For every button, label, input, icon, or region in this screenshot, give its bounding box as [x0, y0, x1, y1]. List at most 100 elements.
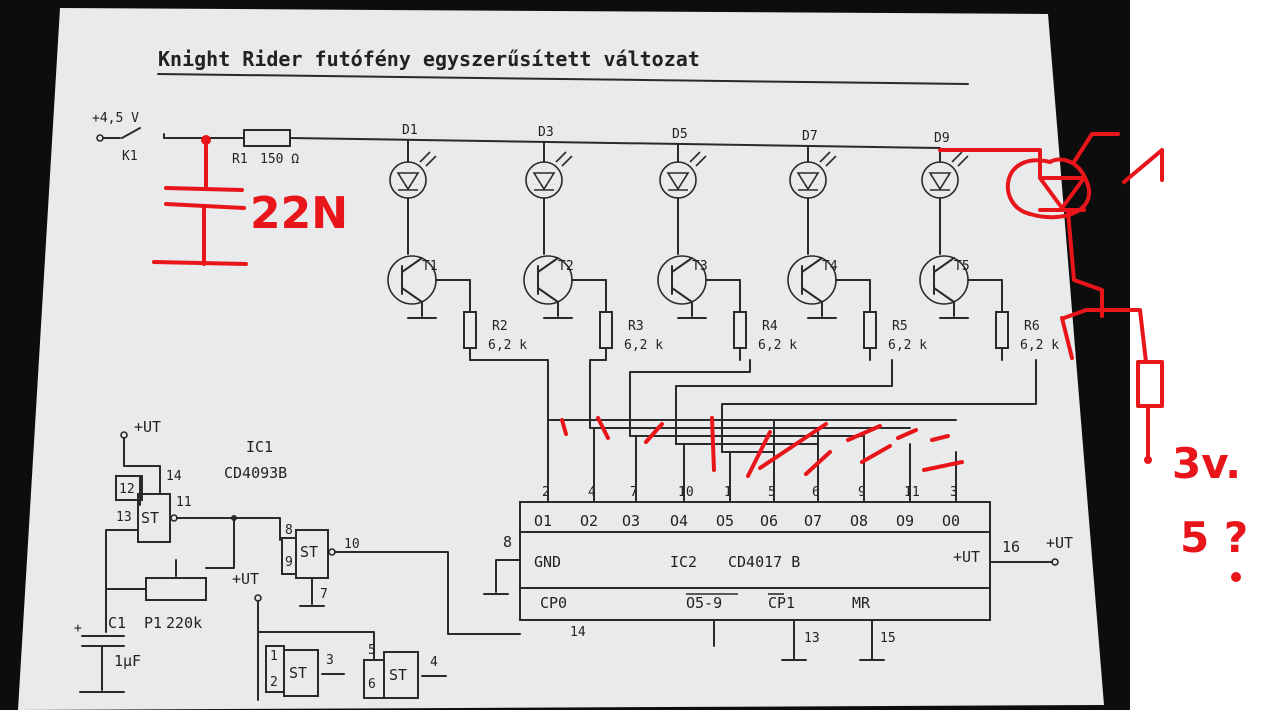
bus-wire: [629, 359, 751, 437]
ic1-spare-bus: [257, 631, 375, 661]
r1-value: 150 Ω: [260, 152, 299, 167]
red-tick: [596, 416, 610, 440]
ic1-pin4: 4: [430, 655, 438, 670]
switch-lever: [121, 127, 141, 139]
p1-name: P1: [144, 614, 162, 632]
ic2-gnd-wire: [495, 559, 521, 593]
led-ray: [689, 151, 701, 163]
ic1-pin13: 13: [116, 510, 132, 525]
red-tick: [804, 450, 832, 476]
red-tick: [846, 424, 882, 442]
transistor-label: T2: [558, 259, 574, 274]
led-triangle: [532, 172, 556, 191]
led-triangle: [928, 172, 952, 191]
transistor-label: T5: [954, 259, 970, 274]
ic2-pin-14: 14: [570, 625, 586, 640]
ic1-pin11: 11: [176, 495, 192, 510]
transistor-collector: [537, 257, 559, 273]
ic2-pin-13: 13: [804, 631, 820, 646]
resistor-value: 6,2 k: [888, 338, 927, 353]
red-led-arrow1: [1072, 132, 1120, 164]
resistor-value: 6,2 k: [488, 338, 527, 353]
ic1-pin10: 10: [344, 537, 360, 552]
led-label: D1: [402, 123, 418, 138]
red-tick: [896, 428, 918, 440]
ic1-gate1-out: [176, 517, 281, 541]
ic1-gate4-label: ST: [389, 666, 407, 684]
resistor-name: R2: [492, 319, 508, 334]
right-margin: [1130, 0, 1280, 710]
ic1-name: IC1: [246, 438, 273, 456]
ic2-cp1-label: CP1: [768, 594, 795, 612]
c1-plus: +: [74, 621, 82, 636]
resistor-name: R3: [628, 319, 644, 334]
ic2-pin-15: 15: [880, 631, 896, 646]
ic2-part: CD4017 B: [728, 553, 800, 571]
led-ray: [425, 155, 437, 167]
ic2-output-label: O0: [942, 512, 960, 530]
red-output-ticks: [560, 416, 964, 478]
led-ray: [819, 151, 831, 163]
bus-wire: [469, 359, 549, 421]
ic2-output-label: O1: [534, 512, 552, 530]
ic1-gate3-label: ST: [289, 664, 307, 682]
ic1-gate3: [283, 649, 319, 697]
resistor-name: R4: [762, 319, 778, 334]
led-label: D7: [802, 129, 818, 144]
ic1-pin5: 5: [368, 643, 376, 658]
ic2-output-pin: 11: [904, 485, 920, 500]
resistor-name: R6: [1024, 319, 1040, 334]
transistor-collector: [933, 257, 955, 273]
ic1-gate1-label: ST: [141, 509, 159, 527]
led-ray: [555, 151, 567, 163]
bus-wire: [589, 359, 607, 429]
ic2-output-label: O7: [804, 512, 822, 530]
ic2-output-label: O6: [760, 512, 778, 530]
red-transistor-out: [1062, 308, 1148, 364]
resistor-name: R5: [892, 319, 908, 334]
ic2-mr-label: MR: [852, 594, 871, 612]
c1-name: C1: [108, 614, 126, 632]
red-tick: [560, 418, 568, 436]
ic2-name: IC2: [670, 553, 697, 571]
bus-wire: [675, 359, 893, 445]
ic2-output-pin: 6: [812, 485, 820, 500]
supply-label: +4,5 V: [92, 111, 139, 126]
ic2-supply-terminal: [1051, 558, 1059, 566]
c1-value: 1µF: [114, 652, 141, 670]
ic1-supply-wire: [123, 437, 161, 495]
ic1-gate2-label: ST: [300, 543, 318, 561]
ic2-output-label: O9: [896, 512, 914, 530]
led-label: D5: [672, 127, 688, 142]
ic2-output-pin: 3: [950, 485, 958, 500]
red-led-triangle: [1038, 176, 1086, 210]
diagram-title: Knight Rider futófény egyszerűsített vál…: [158, 47, 700, 71]
red-tick: [860, 444, 892, 464]
led-triangle: [666, 172, 690, 191]
ic2-output-label: O5: [716, 512, 734, 530]
red-voltage-line2: 5 ?: [1180, 513, 1248, 562]
ic2-output-label: O4: [670, 512, 688, 530]
red-led-wire: [938, 148, 1042, 178]
led-ray: [561, 155, 573, 167]
ic2-output-pin: 5: [768, 485, 776, 500]
ic1-part: CD4093B: [224, 464, 287, 482]
transistor-collector: [401, 257, 423, 273]
clock-wire: [334, 551, 521, 635]
led-ray: [419, 151, 431, 163]
ic2-supply-text: +UT: [1046, 534, 1073, 552]
ic2-supply-pin: 16: [1002, 538, 1020, 556]
red-led-arrow2: [1122, 148, 1164, 184]
ic1-supply2-label: +UT: [232, 570, 259, 588]
red-tick: [710, 416, 716, 472]
p1-value: 220k: [166, 614, 202, 632]
resistor-value: 6,2 k: [624, 338, 663, 353]
ic2-o59-label: O5-9: [686, 594, 722, 612]
ic1-gate4: [383, 651, 419, 699]
